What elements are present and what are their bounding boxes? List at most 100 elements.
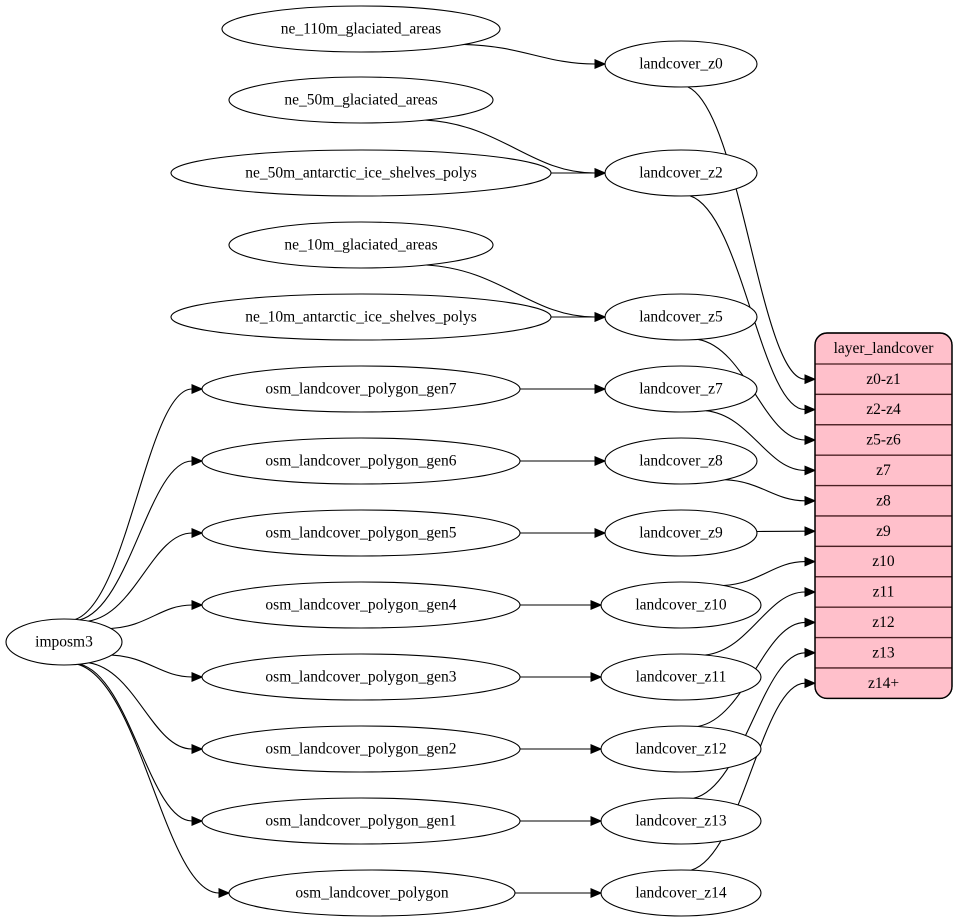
node-ellipse (604, 293, 758, 341)
edge-arrowhead (594, 168, 607, 178)
node-ellipse (221, 5, 501, 53)
node-ellipse (600, 653, 762, 701)
node-label: landcover_z13 (635, 813, 726, 830)
edge-arrowhead (804, 404, 817, 415)
node-ellipse (201, 653, 521, 701)
edge-arrowhead (804, 617, 817, 628)
node-landcover_z14[interactable]: landcover_z14 (600, 869, 762, 917)
node-label: osm_landcover_polygon_gen5 (265, 525, 456, 542)
table-row-label: z9 (876, 523, 891, 540)
node-osm_landcover_polygon_gen4[interactable]: osm_landcover_polygon_gen4 (201, 581, 521, 629)
node-ellipse (604, 509, 758, 557)
node-landcover_z7[interactable]: landcover_z7 (604, 365, 758, 413)
node-landcover_z9[interactable]: landcover_z9 (604, 509, 758, 557)
layer-landcover-table[interactable]: z0-z1z2-z4z5-z6z7z8z9z10z11z12z13z14+lay… (814, 332, 953, 700)
node-osm_landcover_polygon_gen2[interactable]: osm_landcover_polygon_gen2 (201, 725, 521, 773)
node-ellipse (201, 581, 521, 629)
node-label: osm_landcover_polygon_gen4 (265, 597, 456, 614)
table-row-label: z7 (876, 462, 891, 479)
node-landcover_z5[interactable]: landcover_z5 (604, 293, 758, 341)
node-label: imposm3 (35, 634, 93, 651)
edge-arrowhead (804, 435, 817, 445)
node-ellipse (600, 581, 762, 629)
node-landcover_z10[interactable]: landcover_z10 (600, 581, 762, 629)
edge-arrowhead (804, 647, 817, 658)
node-ne_110m_glaciated_areas[interactable]: ne_110m_glaciated_areas (221, 5, 501, 53)
edge-arrowhead (594, 312, 607, 322)
node-landcover_z12[interactable]: landcover_z12 (600, 725, 762, 773)
edge-arrowhead (804, 374, 817, 385)
edge-arrowhead (594, 59, 607, 69)
node-osm_landcover_polygon_gen6[interactable]: osm_landcover_polygon_gen6 (201, 437, 521, 485)
table-title: layer_landcover (834, 340, 935, 357)
node-ellipse (201, 509, 521, 557)
node-label: ne_50m_glaciated_areas (284, 92, 437, 109)
node-layer: imposm3 ne_110m_glaciated_areas ne_50m_gla… (5, 5, 762, 917)
node-ne_10m_antarctic_ice_shelves_polys[interactable]: ne_10m_antarctic_ice_shelves_polys (170, 293, 552, 341)
table-row[interactable] (815, 454, 952, 487)
node-landcover_z13[interactable]: landcover_z13 (600, 797, 762, 845)
node-ellipse (600, 797, 762, 845)
node-ellipse (228, 869, 516, 917)
edge-arrowhead (191, 384, 204, 394)
node-label: landcover_z11 (636, 669, 727, 686)
table-row[interactable] (815, 667, 952, 699)
node-landcover_z0[interactable]: landcover_z0 (604, 40, 758, 88)
table-border (814, 332, 953, 700)
node-label: landcover_z14 (635, 885, 726, 902)
node-label: landcover_z0 (639, 56, 723, 73)
node-label: osm_landcover_polygon_gen2 (265, 741, 456, 758)
table-row-label: z14+ (868, 675, 899, 692)
table-row-label: z11 (873, 584, 895, 601)
edge-arrowhead (594, 456, 607, 466)
node-ellipse (604, 437, 758, 485)
node-landcover_z2[interactable]: landcover_z2 (604, 149, 758, 197)
node-osm_landcover_polygon_gen7[interactable]: osm_landcover_polygon_gen7 (201, 365, 521, 413)
node-osm_landcover_polygon_gen3[interactable]: osm_landcover_polygon_gen3 (201, 653, 521, 701)
node-label: landcover_z10 (635, 597, 726, 614)
node-ellipse (201, 725, 521, 773)
edge-arrowhead (804, 678, 817, 689)
node-osm_landcover_polygon_gen5[interactable]: osm_landcover_polygon_gen5 (201, 509, 521, 557)
edge-arrowhead (218, 888, 231, 898)
edge-imposm3-to-osm_landcover_polygon (77, 663, 220, 894)
node-ellipse (228, 76, 494, 124)
edge-landcover_z7-to-layer_landcover-z7 (706, 410, 806, 471)
table-row-label: z12 (872, 614, 894, 631)
edge-arrowhead (594, 384, 607, 394)
node-landcover_z11[interactable]: landcover_z11 (600, 653, 762, 701)
table-row[interactable] (815, 636, 952, 669)
table-row-label: z0-z1 (866, 371, 900, 388)
node-ne_10m_glaciated_areas[interactable]: ne_10m_glaciated_areas (228, 221, 494, 269)
table-row[interactable] (815, 576, 952, 608)
table-row[interactable] (815, 606, 952, 639)
table-row-label: z8 (876, 492, 891, 509)
node-label: ne_50m_antarctic_ice_shelves_polys (245, 165, 477, 182)
edge-imposm3-to-osm_landcover_polygon_gen5 (88, 532, 193, 622)
edge-arrowhead (590, 672, 603, 682)
edge-arrowhead (191, 816, 204, 826)
node-label: landcover_z12 (635, 741, 726, 758)
node-osm_landcover_polygon_gen1[interactable]: osm_landcover_polygon_gen1 (201, 797, 521, 845)
edge-imposm3-to-osm_landcover_polygon_gen2 (88, 662, 193, 750)
table-row[interactable] (815, 424, 952, 456)
node-ellipse (604, 365, 758, 413)
edge-landcover_z14-to-layer_landcover-z14- (691, 682, 806, 871)
node-ne_50m_antarctic_ice_shelves_polys[interactable]: ne_50m_antarctic_ice_shelves_polys (170, 149, 552, 197)
edge-landcover_z0-to-layer_landcover-z0-z1 (687, 86, 806, 380)
node-landcover_z8[interactable]: landcover_z8 (604, 437, 758, 485)
node-osm_landcover_polygon[interactable]: osm_landcover_polygon (228, 869, 516, 917)
node-label: ne_10m_antarctic_ice_shelves_polys (245, 309, 477, 326)
edge-arrowhead (191, 744, 204, 754)
node-ellipse (170, 293, 552, 341)
node-label: ne_10m_glaciated_areas (284, 237, 437, 254)
node-label: osm_landcover_polygon_gen6 (265, 453, 456, 470)
table-row[interactable] (815, 393, 952, 426)
table-row-label: z2-z4 (866, 401, 901, 418)
node-imposm3[interactable]: imposm3 (5, 618, 123, 666)
node-ne_50m_glaciated_areas[interactable]: ne_50m_glaciated_areas (228, 76, 494, 124)
edge-ne_10m_glaciated_areas-to-landcover_z5 (425, 264, 596, 318)
node-ellipse (600, 725, 762, 773)
